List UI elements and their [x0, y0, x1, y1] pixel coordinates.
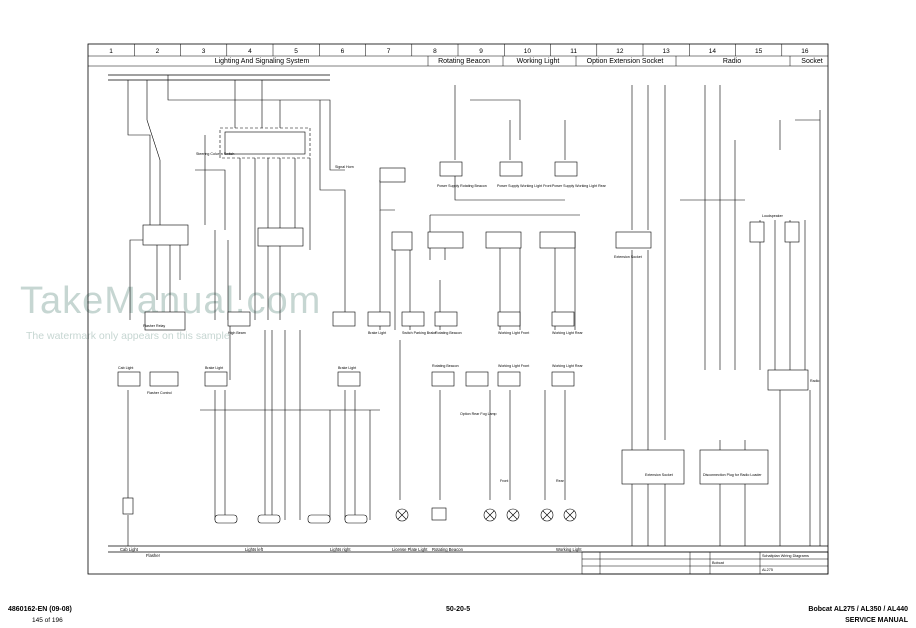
footer-section: 50-20-5 — [446, 606, 471, 613]
lbl-rear-fog: Option Rear Fog Lamp — [460, 412, 497, 416]
lbl-ps-wl-rear: Power Supply Working Light Rear — [552, 184, 607, 188]
footer-manual: SERVICE MANUAL — [845, 617, 908, 624]
section-socket: Socket — [801, 58, 822, 65]
column-number: 6 — [341, 48, 345, 55]
section-working: Working Light — [517, 58, 560, 65]
section-beacon: Rotating Beacon — [438, 58, 490, 65]
lbl-ps-beacon: Power Supply Rotating Beacon — [437, 184, 487, 188]
column-number: 16 — [801, 48, 809, 55]
lbl-radio: Radio — [810, 379, 819, 383]
footer-page-count: 145 of 196 — [32, 617, 63, 624]
lbl-beacon-sw: Rotating Beacon — [435, 331, 462, 335]
watermark-notice: The watermark only appears on this sampl… — [26, 330, 230, 342]
lamp-icon — [485, 510, 495, 520]
footer-doc-code: 4860162-EN (09-08) — [8, 606, 72, 613]
bottom-lights-right: Lights right — [330, 547, 351, 552]
lbl-high-beam: High Beam — [228, 331, 246, 335]
lbl-brake-light: Brake Light — [368, 331, 386, 335]
lbl-flasher: Flasher Relay — [143, 324, 165, 328]
column-number: 2 — [156, 48, 160, 55]
footer-models: Bobcat AL275 / AL350 / AL440 — [808, 606, 908, 613]
bottom-beacon: Rotating Beacon — [432, 547, 464, 552]
title-block — [581, 551, 829, 575]
lamp-icon — [397, 510, 407, 520]
lbl-switch-brake: Switch Parking Brake — [402, 331, 436, 335]
column-number: 11 — [570, 48, 577, 55]
column-number: 12 — [616, 48, 624, 55]
lbl-ext-socket2: Extension Socket — [645, 473, 673, 477]
column-number: 15 — [755, 48, 763, 55]
bottom-flasher: Flasher — [146, 553, 161, 558]
bottom-licence: License Plate Light — [392, 547, 428, 552]
column-number: 14 — [709, 48, 717, 55]
lbl-ext-socket: Extension Socket — [614, 255, 642, 259]
section-lighting: Lighting And Signaling System — [215, 58, 310, 65]
bottom-working: Working Light — [556, 547, 582, 552]
lbl-rear: Rear — [556, 479, 565, 483]
lbl-disconnect-plug: Disconnection Plug for Radio Loader — [703, 473, 762, 477]
section-radio: Radio — [723, 58, 741, 65]
bottom-cab-light: Cab Light — [120, 547, 139, 552]
lbl-beacon-lamp: Rotating Beacon — [432, 364, 459, 368]
column-number: 5 — [294, 48, 298, 55]
lbl-ps-wl-front: Power Supply Working Light Front — [497, 184, 551, 188]
lamp-icon — [508, 510, 518, 520]
column-number: 8 — [433, 48, 437, 55]
title-block-title: Schaltplan Wiring Diagrams — [762, 554, 809, 558]
bottom-lights-left: Lights left — [245, 547, 264, 552]
column-number: 9 — [479, 48, 483, 55]
lamp-icon — [565, 510, 575, 520]
lbl-wl-front-sw: Working Light Front — [498, 331, 529, 335]
column-number: 13 — [662, 48, 670, 55]
lbl-signal-horn: Signal Horn — [335, 165, 354, 169]
title-block-company: Bobcat — [712, 561, 725, 565]
lbl-brake-light-l: Brake Light — [205, 366, 223, 370]
section-option-socket: Option Extension Socket — [587, 58, 664, 65]
lbl-loudspeaker: Loudspeaker — [762, 214, 784, 218]
lbl-wl-rear-lamp: Working Light Rear — [552, 364, 583, 368]
lbl-cab-light: Cab Light — [118, 366, 133, 370]
column-number: 3 — [202, 48, 206, 55]
column-number: 1 — [109, 48, 113, 55]
lbl-brake-light-r: Brake Light — [338, 366, 356, 370]
lbl-front: Front — [500, 479, 508, 483]
lamp-icon — [542, 510, 552, 520]
lbl-steering-switch: Steering Column Switch — [196, 152, 234, 156]
title-block-drawing: AL275 — [762, 568, 773, 572]
lbl-wl-rear-sw: Working Light Rear — [552, 331, 583, 335]
lbl-wl-front-lamp: Working Light Front — [498, 364, 529, 368]
column-number: 10 — [524, 48, 532, 55]
diagram-frame — [87, 43, 829, 575]
column-number: 4 — [248, 48, 252, 55]
column-number: 7 — [387, 48, 391, 55]
lbl-flasher-control: Flasher Control — [147, 391, 172, 395]
